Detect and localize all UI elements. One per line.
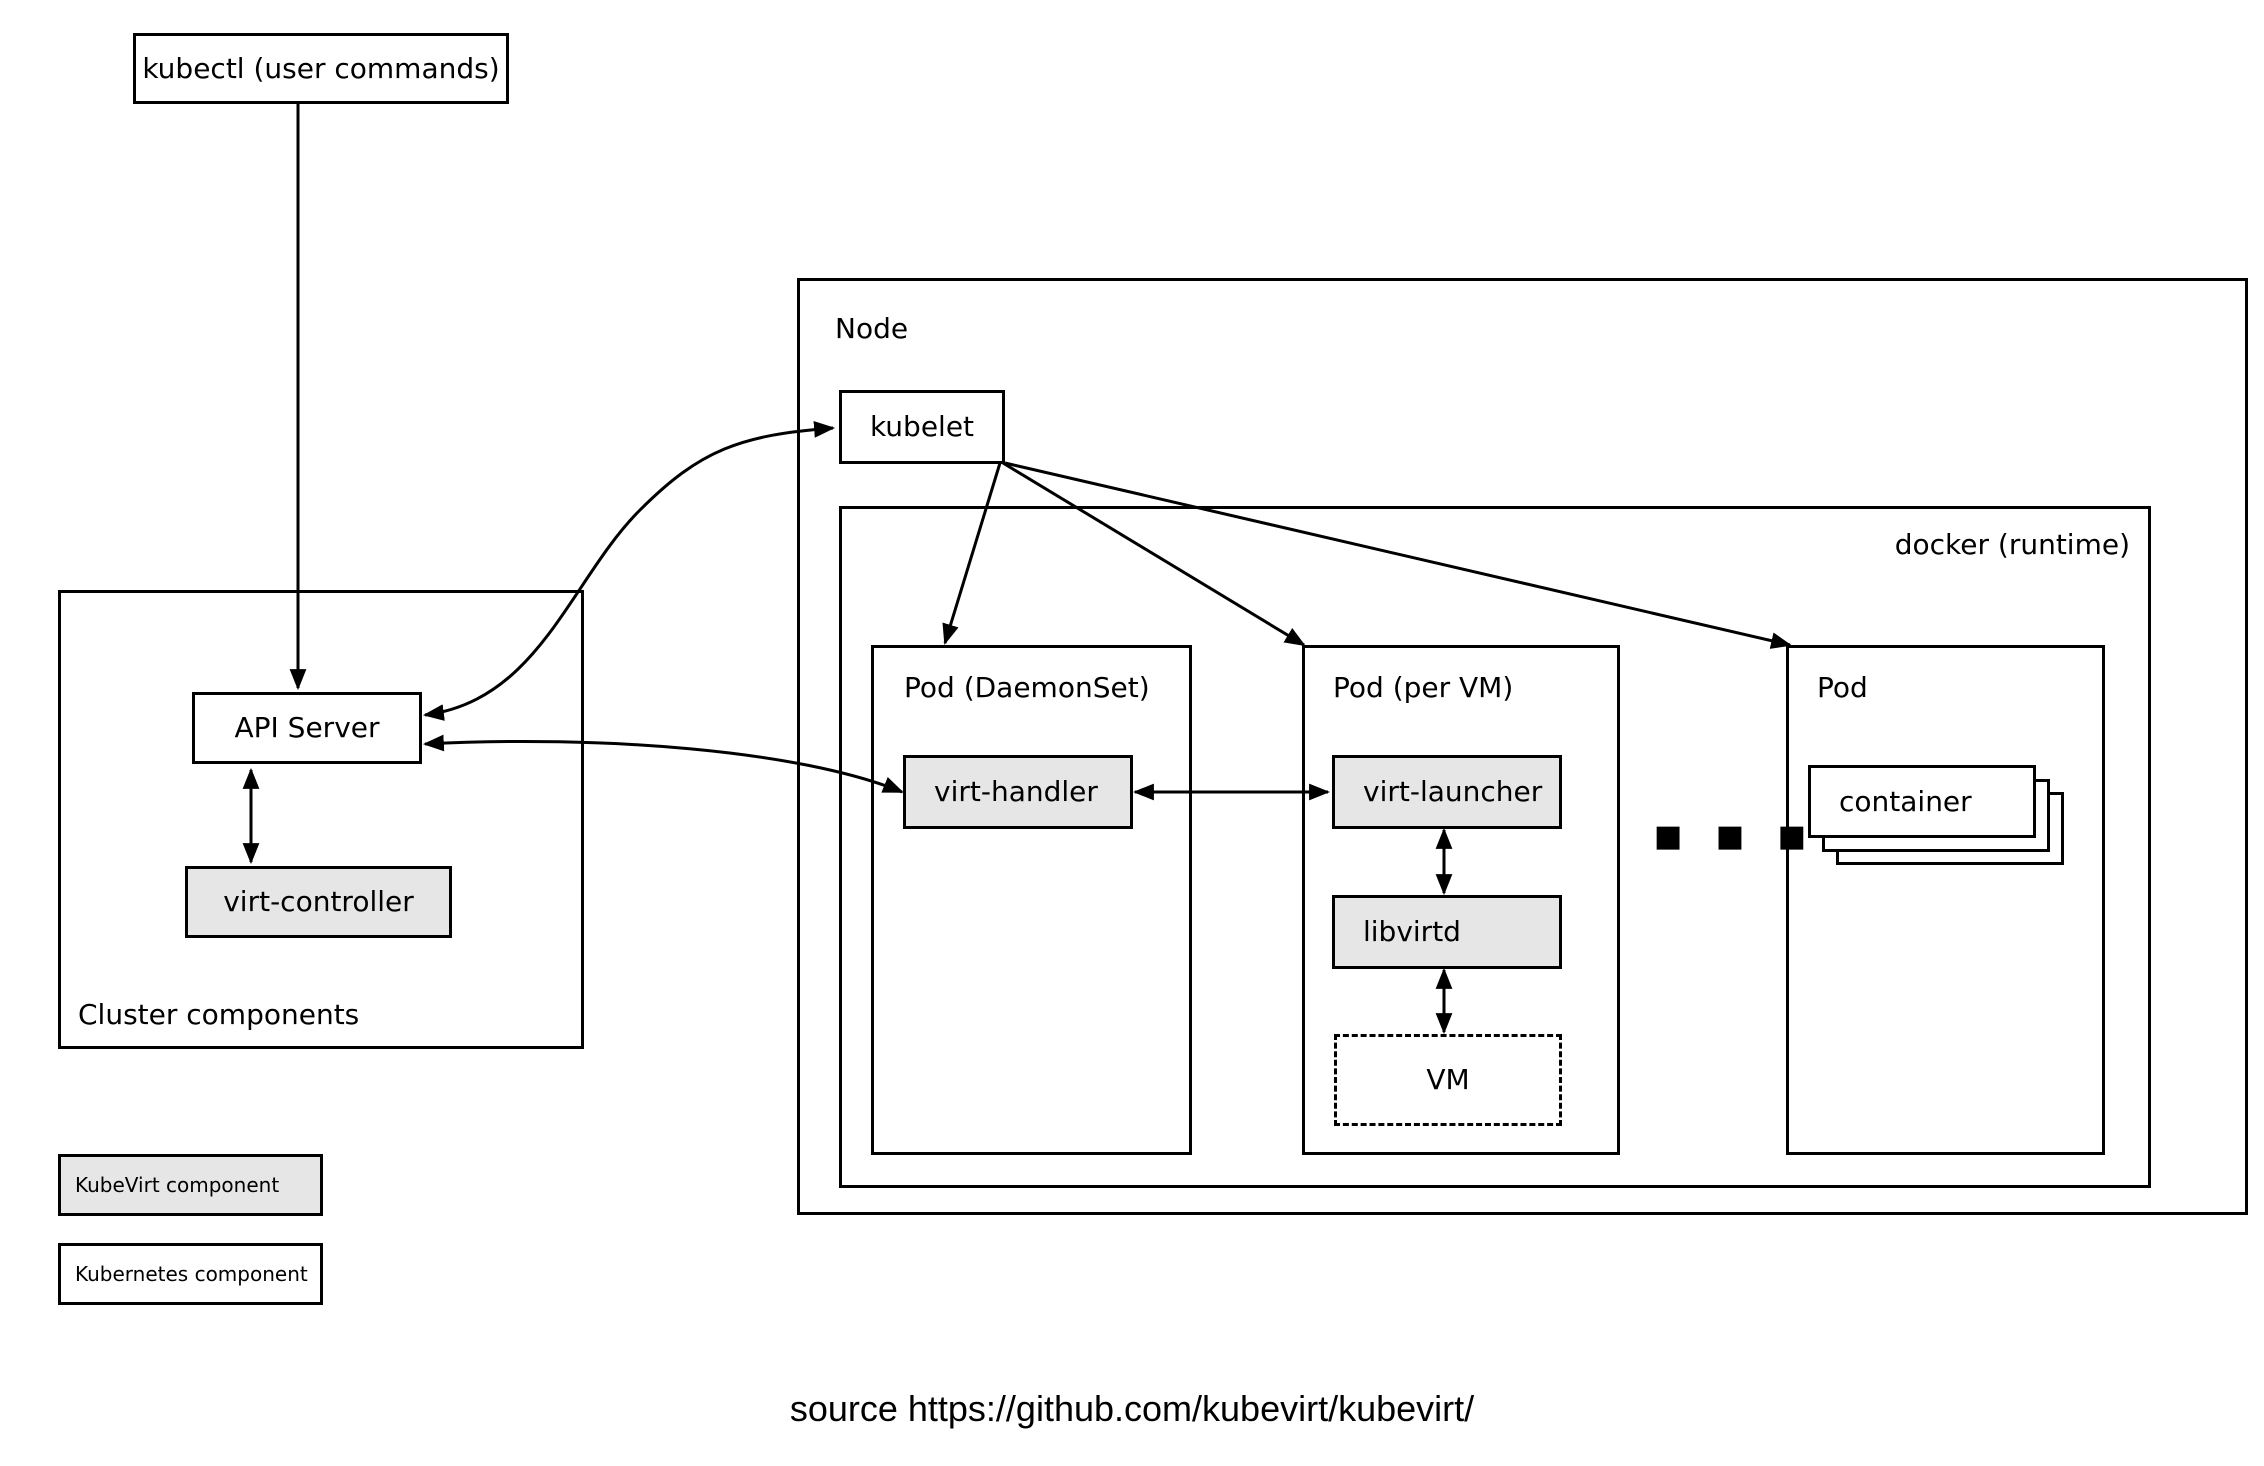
cluster-components-box: Cluster components [58, 590, 584, 1049]
virt-launcher-box: virt-launcher [1332, 755, 1562, 829]
virt-handler-box: virt-handler [903, 755, 1133, 829]
container-box: container [1808, 765, 2036, 838]
virt-controller-box: virt-controller [185, 866, 452, 938]
docker-runtime-title: docker (runtime) [1894, 528, 2130, 561]
vm-box: VM [1334, 1034, 1562, 1126]
kubelet-box: kubelet [839, 390, 1005, 464]
kubelet-label: kubelet [869, 410, 975, 443]
api-server-box: API Server [192, 692, 422, 764]
api-server-label: API Server [234, 711, 380, 744]
libvirtd-box: libvirtd [1332, 895, 1562, 969]
pod-daemonset-box: Pod (DaemonSet) [871, 645, 1192, 1155]
virt-handler-label: virt-handler [934, 775, 1098, 808]
legend-kubevirt: KubeVirt component [58, 1154, 323, 1216]
pod-daemonset-title: Pod (DaemonSet) [904, 671, 1150, 704]
pod-per-vm-title: Pod (per VM) [1333, 671, 1514, 704]
kubectl-label: kubectl (user commands) [142, 51, 500, 85]
virt-launcher-label: virt-launcher [1363, 775, 1543, 808]
pod-per-vm-box: Pod (per VM) [1302, 645, 1620, 1155]
libvirtd-label: libvirtd [1363, 915, 1461, 948]
legend-kubevirt-label: KubeVirt component [75, 1173, 280, 1197]
container-label: container [1839, 784, 1972, 818]
node-title: Node [835, 312, 909, 345]
kubectl-box: kubectl (user commands) [133, 33, 509, 104]
docker-runtime-box: docker (runtime) [839, 506, 2151, 1188]
pod-title: Pod [1817, 671, 1868, 704]
virt-controller-label: virt-controller [223, 885, 414, 918]
more-pods-ellipsis: ■ ■ ■ [1654, 819, 1819, 854]
legend-kubernetes: Kubernetes component [58, 1243, 323, 1305]
source-caption: source https://github.com/kubevirt/kubev… [789, 1388, 1475, 1429]
pod-box: Pod [1786, 645, 2105, 1155]
node-box: Node [797, 278, 2248, 1215]
cluster-components-title: Cluster components [78, 998, 360, 1031]
vm-label: VM [1426, 1063, 1470, 1096]
legend-kubernetes-label: Kubernetes component [75, 1262, 308, 1286]
